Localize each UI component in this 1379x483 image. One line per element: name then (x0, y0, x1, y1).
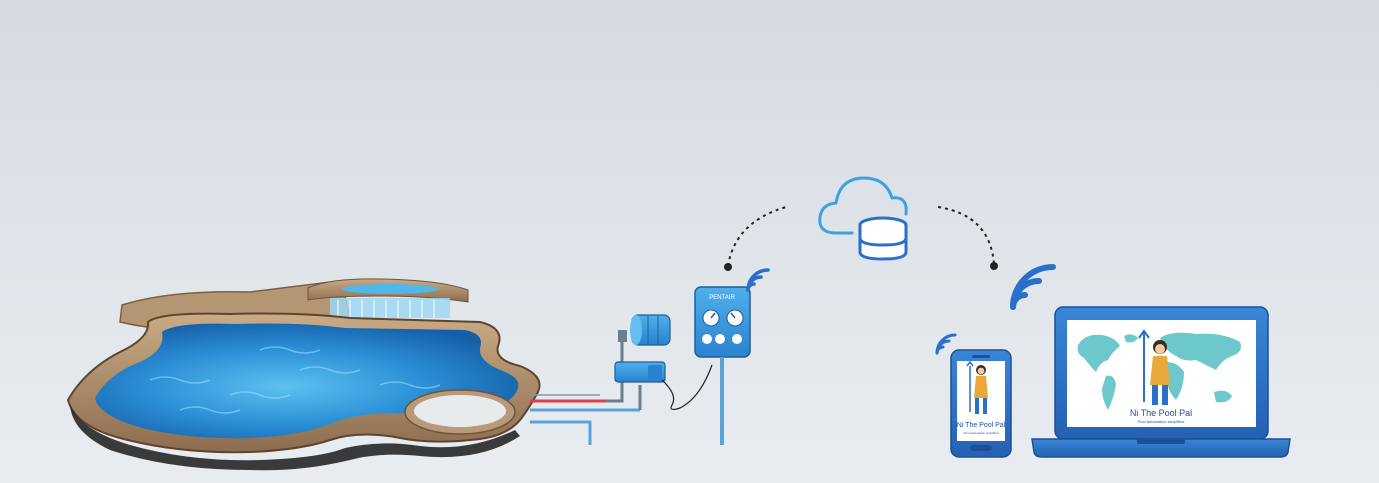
database-icon (858, 216, 908, 261)
laptop-trackpad-notch (1137, 439, 1185, 444)
link-dot-left (724, 263, 732, 271)
link-dot-right (990, 262, 998, 270)
pump-cable (661, 364, 713, 411)
waterfall (330, 298, 450, 318)
controller-wifi-dot (746, 288, 750, 292)
water-ripples (149, 346, 441, 414)
laptop-app-title: Ni The Pool Pal (1130, 408, 1192, 418)
controller-unit: PENTAIR (694, 268, 770, 445)
laptop-base (1031, 438, 1291, 458)
laptop-wifi-icon (1010, 264, 1056, 310)
controller-button-3 (732, 334, 742, 344)
controller-wifi-icon (746, 268, 770, 292)
phone-app-title: Ni The Pool Pal (957, 422, 1006, 429)
phone-wifi-icon (935, 333, 957, 355)
controller-brand: PENTAIR (709, 295, 735, 301)
controller-button-1 (702, 334, 712, 344)
world-map (1077, 332, 1241, 410)
cloud-icon (818, 176, 908, 235)
laptop-app-tagline: Pool automation simplified (1138, 419, 1185, 424)
pipe-down (530, 420, 592, 445)
phone-app-tagline: Pool automation simplified (963, 431, 998, 435)
smartphone: Ni The Pool Pal Pool automation simplifi… (935, 333, 1012, 458)
gauge-right-needle (730, 312, 736, 319)
gravel-fill (414, 395, 506, 427)
laptop-mascot (1138, 329, 1170, 405)
pool-equipment (614, 314, 713, 411)
link-cloud-to-devices (937, 206, 995, 265)
controller-button-2 (715, 334, 725, 344)
waterfall-streaks (337, 300, 435, 318)
spa-water (342, 284, 438, 294)
link-controller-to-cloud (727, 206, 787, 267)
filter-valve (618, 330, 627, 342)
pump-motor (648, 365, 662, 379)
pool (66, 278, 541, 471)
laptop: Ni The Pool Pal Pool automation simplifi… (1010, 264, 1291, 458)
phone-mascot (966, 360, 988, 414)
pool-shadow (70, 405, 520, 471)
phone-speaker (972, 355, 990, 358)
gauge-left-needle (710, 312, 716, 319)
phone-home-button (970, 445, 992, 451)
filter-tank-end (630, 315, 642, 345)
